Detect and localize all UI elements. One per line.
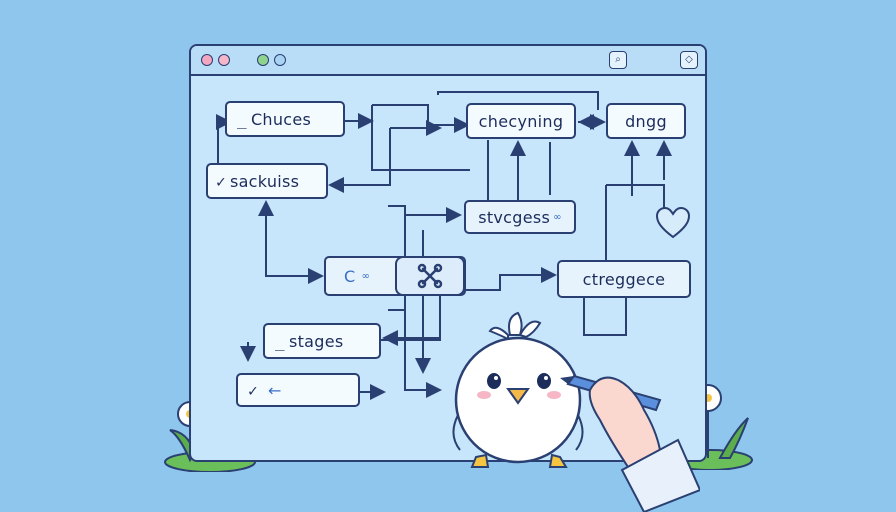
node-checyning[interactable]: checyning [466, 103, 576, 139]
node-label: stvcgess [478, 207, 551, 227]
node-ctreggece[interactable]: ctreggece [557, 260, 691, 298]
node-stvcgess[interactable]: stvcgess ∞ [464, 200, 576, 234]
chick-mascot [452, 311, 584, 468]
node-prefix: _ [275, 331, 285, 351]
node-label: C [344, 266, 356, 286]
wrench-cross-icon[interactable] [395, 256, 465, 296]
wrench-cross-glyph [417, 263, 443, 289]
window-dot-green[interactable] [257, 54, 269, 66]
title-bar: ⌕ ◇ [191, 46, 705, 76]
node-label: ctreggece [582, 269, 666, 289]
node-label: sackuiss [229, 171, 300, 191]
node-empty[interactable]: ✓ ← [236, 373, 360, 407]
node-label: dngg [625, 111, 667, 131]
node-stages[interactable]: _ stages [263, 323, 381, 359]
search-icon[interactable]: ⌕ [609, 51, 627, 69]
heart-icon [655, 206, 691, 239]
link-icon: ∞ [361, 270, 371, 282]
node-label: Chuces [250, 109, 312, 129]
link-icon: ∞ [553, 211, 562, 223]
node-prefix: _ [237, 109, 247, 129]
window-dot-rose[interactable] [218, 54, 230, 66]
node-dngg[interactable]: dngg [606, 103, 686, 139]
window-dot-blue[interactable] [274, 54, 286, 66]
hand-with-pen [560, 374, 700, 512]
arrow-left-icon: ← [267, 380, 282, 400]
expand-icon[interactable]: ◇ [680, 51, 698, 69]
check-icon: ✓ [248, 380, 258, 400]
window-dot-pink[interactable] [201, 54, 213, 66]
check-icon: ✓ [216, 171, 226, 191]
node-label: stages [288, 331, 344, 351]
node-label: checyning [478, 111, 564, 131]
node-chuces[interactable]: _ Chuces [225, 101, 345, 137]
node-sackuiss[interactable]: ✓ sackuiss [206, 163, 328, 199]
